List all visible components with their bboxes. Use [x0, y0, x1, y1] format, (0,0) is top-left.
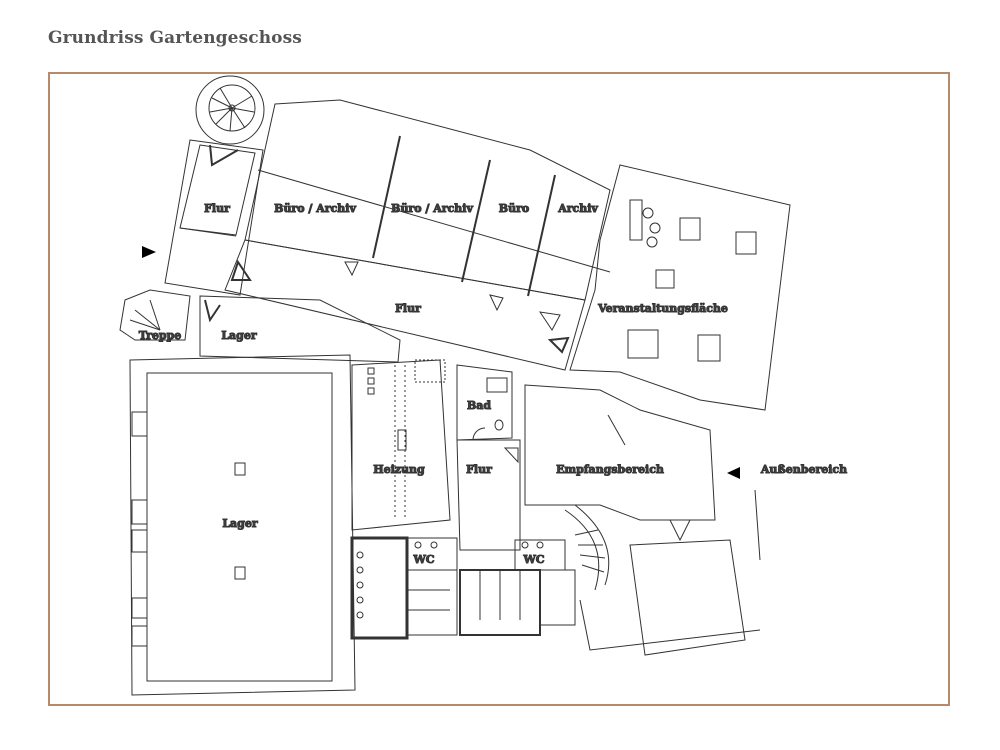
stair-curved [564, 504, 610, 591]
room-label-lager-small: Lager [221, 329, 257, 342]
room-label-lager-large: Lager [222, 517, 258, 530]
floorplan-frame [48, 72, 950, 706]
room-label-empfang: Empfangsbereich [556, 463, 664, 476]
room-label-flur-main: Flur [395, 302, 421, 315]
entrance-arrow-west [142, 246, 156, 258]
room-label-buero-archiv-1: Büro / Archiv [274, 202, 356, 215]
room-label-bad: Bad [467, 399, 491, 412]
room-label-veranstaltung: Veranstaltungsfläche [597, 302, 728, 315]
room-label-aussen: Außenbereich [760, 463, 847, 476]
room-label-wc-left: WC [412, 553, 434, 566]
room-label-archiv: Archiv [557, 202, 598, 215]
room-label-flur-center: Flur [466, 463, 492, 476]
furniture-tables [627, 199, 757, 362]
entrance-arrow-east [727, 467, 740, 479]
room-label-flur-nw: Flur [204, 202, 230, 215]
stair-treppe [119, 289, 191, 341]
room-label-buero-archiv-2: Büro / Archiv [391, 202, 473, 215]
room-label-treppe: Treppe [139, 329, 182, 342]
room-label-heizung: Heizung [373, 463, 425, 476]
spiral-staircase [195, 75, 265, 145]
page-title: Grundriss Gartengeschoss [48, 28, 302, 48]
room-label-wc-right: WC [522, 553, 544, 566]
room-label-buero: Büro [499, 202, 529, 215]
